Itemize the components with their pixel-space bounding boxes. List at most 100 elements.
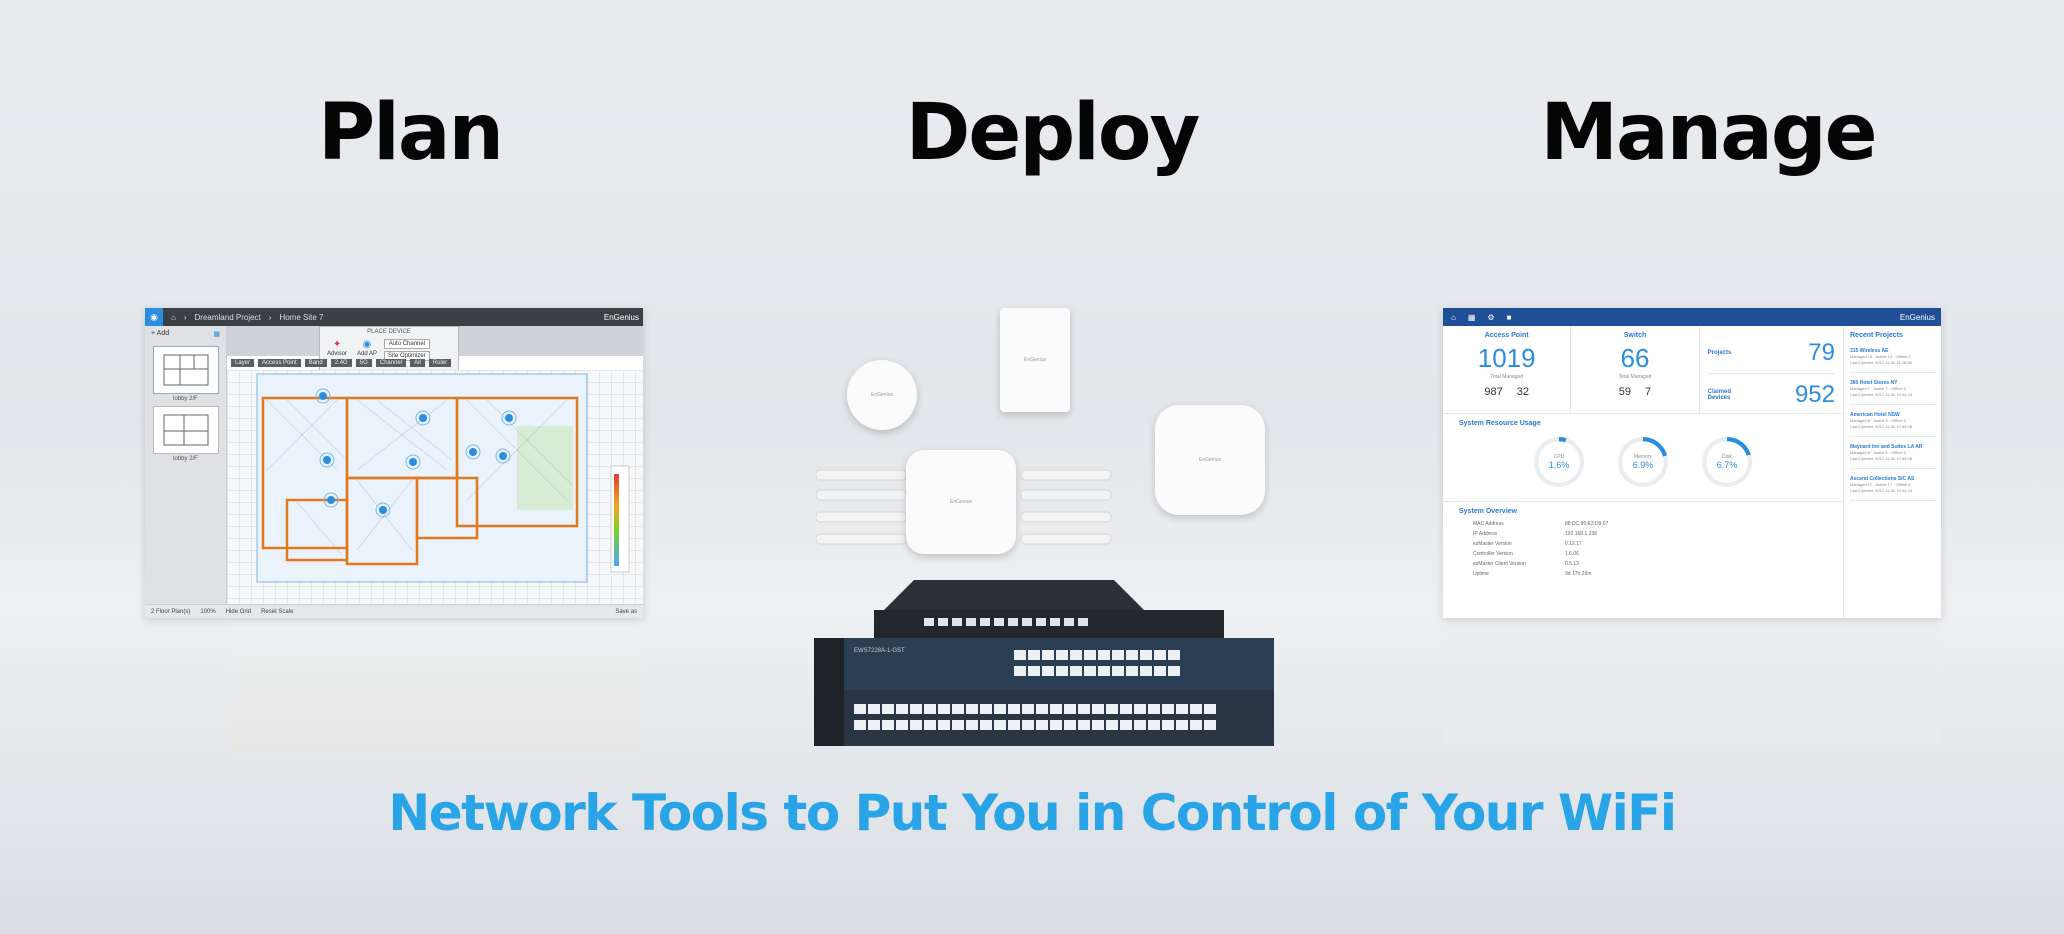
overview-value: 9d 17h 26m — [1565, 571, 1592, 577]
overview-value: 192.168.1.238 — [1565, 531, 1597, 537]
overview-key: MAC Address — [1473, 521, 1504, 527]
site-optimizer-button[interactable]: Site Optimizer — [384, 351, 430, 361]
floor-plan-canvas[interactable] — [227, 370, 643, 604]
reset-scale-button[interactable]: Reset Scale — [261, 608, 294, 615]
project-detail: Last Opened: 2017-11-06 10:44:44 — [1850, 488, 1912, 493]
add-ap-icon: ◉ — [362, 339, 372, 350]
project-detail: Last Opened: 2017-11-06 11:28:08 — [1850, 360, 1912, 365]
gear-icon[interactable]: ⚙ — [1487, 312, 1495, 322]
layer-select[interactable]: Layer — [231, 359, 255, 367]
plan-bottombar: 2 Floor Plan(s) 100% Hide Grid Reset Sca… — [145, 604, 643, 618]
switch-total: 66 — [1620, 343, 1650, 373]
resource-title: System Resource Usage — [1459, 420, 1541, 427]
floor-sidebar: + Add ▦ lobby 2/F lobby 2/F — [145, 326, 227, 604]
chevron-right-icon: › — [183, 312, 187, 322]
floor-thumbnail[interactable] — [153, 346, 219, 394]
gauge-value: 6.7% — [1716, 460, 1738, 470]
projects-label: Projects — [1707, 349, 1732, 356]
overview-row: MAC Address 88:DC:96:E3:D9:07 — [1473, 521, 1813, 531]
band-5-radio[interactable]: 5G — [355, 359, 372, 367]
switch-card[interactable]: Switch 66 Total Managed 59 7 — [1571, 326, 1700, 413]
manage-topbar: ⌂ ▦ ⚙ ■ EnGenius — [1443, 308, 1941, 326]
project-detail: Last Opened: 2017-11-06 17:44:06 — [1850, 424, 1912, 429]
tagline: Network Tools to Put You in Control of Y… — [388, 784, 1677, 842]
switch-active: 59 — [1618, 386, 1632, 398]
grid-view-icon[interactable]: ▦ — [213, 331, 220, 338]
home-icon[interactable]: ⌂ — [171, 312, 176, 322]
overview-key: Uptime — [1473, 571, 1489, 577]
gauge-value: 6.9% — [1632, 460, 1654, 470]
overview-value: 0.12.17 — [1565, 541, 1582, 547]
access-point-card[interactable]: Access Point 1019 Total Managed 987 32 — [1443, 326, 1572, 413]
overview-value: 0.5.13 — [1565, 561, 1579, 567]
advisor-icon: ✦ — [332, 339, 342, 350]
plan-filterbar: Layer Access Point Band 2.4G 5G Channel … — [227, 356, 643, 370]
chevron-right-icon: › — [268, 312, 272, 322]
project-detail: Managed 17 · Active 17 · Offline 0 — [1850, 482, 1911, 487]
breadcrumb-project[interactable]: Dreamland Project — [194, 312, 261, 322]
gauge-label: Memory — [1633, 454, 1653, 460]
home-icon[interactable]: ⌂ — [1451, 312, 1456, 322]
channel-select[interactable]: All — [410, 359, 425, 367]
add-ap-button[interactable]: Add AP — [357, 351, 378, 357]
deploy-heading: Deploy — [905, 88, 1201, 178]
band-label: Band — [304, 359, 327, 367]
floor-label: lobby 2/F — [173, 396, 198, 402]
hide-grid-button[interactable]: Hide Grid — [225, 608, 252, 615]
floor-count: 2 Floor Plan(s) — [151, 608, 191, 615]
ruler-button[interactable]: Ruler — [428, 359, 452, 367]
projects-card[interactable]: Projects 79 Claimed Devices 952 — [1700, 326, 1843, 413]
save-as-button[interactable]: Save as — [615, 608, 637, 615]
floor-label: lobby 2/F — [173, 456, 198, 462]
plan-toolbar: PLACE DEVICE ✦Advisor ◉Add AP Auto Chann… — [227, 326, 643, 374]
ceiling-ap-large: EnGenius — [1155, 405, 1265, 515]
overview-title: System Overview — [1443, 501, 1843, 521]
device-type-select[interactable]: Access Point — [258, 359, 301, 367]
ap-total: 1019 — [1477, 343, 1536, 373]
project-detail: Last Opened: 2017-11-06 10:44:44 — [1850, 392, 1912, 397]
card-title: Access Point — [1484, 332, 1529, 339]
switch-model-label: EWS7228A-1-GST — [854, 648, 905, 654]
gauge-label: CPU — [1553, 454, 1565, 460]
map-icon[interactable]: ▦ — [1467, 312, 1476, 322]
auto-channel-button[interactable]: Auto Channel — [384, 339, 430, 349]
place-device-panel: PLACE DEVICE ✦Advisor ◉Add AP Auto Chann… — [319, 326, 459, 374]
projects-value: 79 — [1808, 338, 1835, 366]
project-detail: Managed 6 · Active 6 · Offline 0 — [1850, 450, 1906, 455]
floor-thumbnail[interactable] — [153, 406, 219, 454]
gauge-label: Disk — [1722, 454, 1732, 460]
project-name: Maynard Inn and Suites LA AR — [1850, 444, 1923, 450]
plan-topbar: ◉ ⌂ › Dreamland Project › Home Site 7 En… — [145, 308, 643, 326]
breadcrumb-site[interactable]: Home Site 7 — [279, 312, 324, 322]
manage-screenshot: ⌂ ▦ ⚙ ■ EnGenius Access Point 1019 Total… — [1443, 308, 1941, 618]
project-name: Ascend Collections SIC AS — [1850, 476, 1915, 482]
manage-heading: Manage — [1540, 88, 1877, 178]
overview-key: ezMaster Version — [1473, 541, 1512, 547]
plan-screenshot: ◉ ⌂ › Dreamland Project › Home Site 7 En… — [145, 308, 643, 618]
plan-reflection — [230, 622, 640, 752]
advisor-button[interactable]: Advisor — [327, 351, 348, 357]
plan-heading: Plan — [317, 88, 504, 178]
overview-value: 88:DC:96:E3:D9:07 — [1565, 521, 1609, 527]
channel-label: Channel — [375, 359, 407, 367]
claimed-label: Claimed Devices — [1707, 389, 1731, 401]
project-detail: Managed 8 · Active 8 · Offline 0 — [1850, 418, 1906, 423]
place-device-title: PLACE DEVICE — [367, 329, 411, 335]
band-24-radio[interactable]: 2.4G — [330, 359, 352, 367]
lock-icon[interactable]: ■ — [1506, 312, 1512, 322]
overview-row: Uptime 9d 17h 26m — [1473, 571, 1813, 581]
overview-value: 1.6.06 — [1565, 551, 1579, 557]
add-floor-button[interactable]: + Add — [151, 330, 170, 337]
zoom-level[interactable]: 100% — [200, 608, 216, 615]
overview-row: ezMaster Version 0.12.17 — [1473, 541, 1813, 551]
